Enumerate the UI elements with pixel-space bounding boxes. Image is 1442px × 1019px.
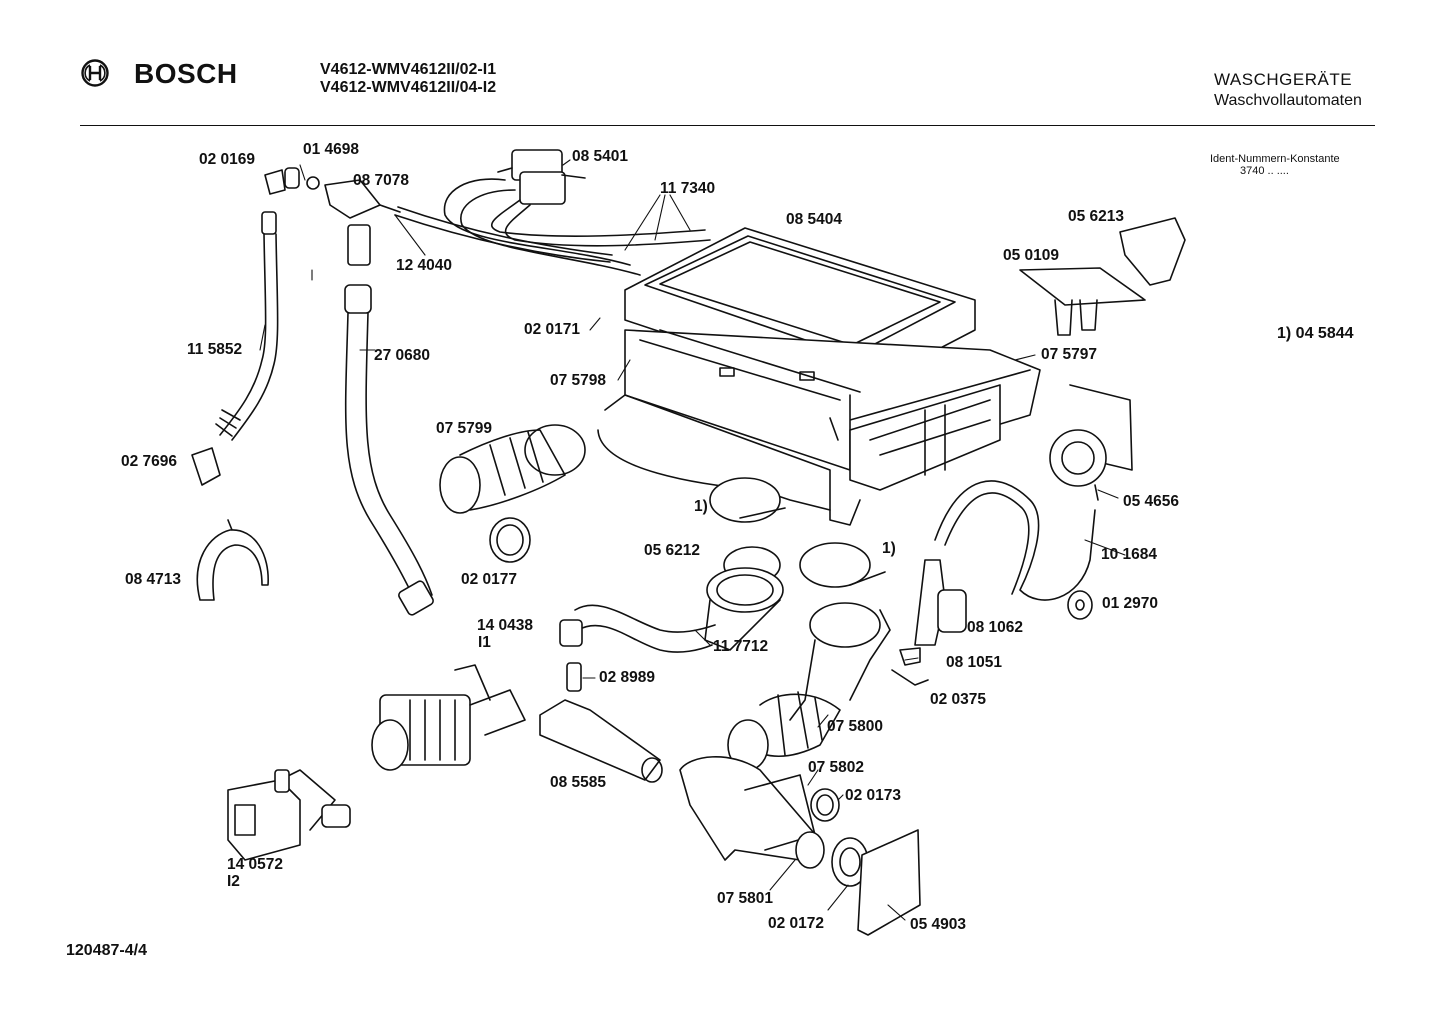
air-trap-parts [891, 559, 1093, 686]
header-divider [80, 125, 1375, 126]
part-label: 02 8989 [599, 669, 656, 686]
part-label: 02 0172 [768, 915, 825, 932]
footnote: 1) 04 5844 [1277, 325, 1354, 342]
water-valve [497, 149, 586, 205]
detergent-drawer-housing [597, 227, 1041, 526]
part-label: 02 0169 [199, 151, 256, 168]
part-label: 07 5799 [436, 420, 493, 437]
filter-housing [679, 756, 869, 887]
part-label: 07 5800 [827, 718, 884, 735]
part-label: 05 0109 [1003, 247, 1060, 264]
part-label: 08 7078 [353, 172, 410, 189]
hose-bracket [196, 519, 269, 601]
drain-pump-14-0572 [227, 769, 351, 861]
document-number: 120487-4/4 [66, 942, 147, 959]
part-label: 01 4698 [303, 141, 360, 158]
drain-pump-14-0438 [371, 662, 663, 783]
part-label: 1) [882, 540, 896, 557]
part-label: 02 0177 [461, 571, 518, 588]
drain-hose-11-5852 [191, 211, 279, 486]
leader-lines [259, 159, 1126, 921]
part-label: 1) [694, 498, 708, 515]
part-label: 07 5802 [808, 759, 865, 776]
part-label: 07 5801 [717, 890, 774, 907]
part-label: 01 2970 [1102, 595, 1159, 612]
inlet-hoses [394, 178, 711, 276]
part-label: 08 5585 [550, 774, 607, 791]
hose-clamps [709, 477, 886, 588]
part-label: 07 5797 [1041, 346, 1098, 363]
sieve-and-hose [559, 546, 784, 653]
model-line-1: V4612-WMV4612II/02-I1 [320, 61, 497, 78]
pressure-switch [1049, 384, 1133, 501]
part-label: 08 1051 [946, 654, 1003, 671]
part-label: 10 1684 [1101, 546, 1158, 563]
part-label: I2 [227, 873, 240, 890]
part-label: 08 4713 [125, 571, 182, 588]
part-label: 02 0171 [524, 321, 581, 338]
pressure-hose [934, 480, 1096, 601]
bosch-logo-icon [81, 59, 109, 87]
part-label: I1 [478, 634, 491, 651]
part-label: 14 0572 [227, 856, 284, 873]
part-label: 08 5404 [786, 211, 843, 228]
part-label: 11 7340 [660, 180, 716, 197]
part-label: 12 4040 [396, 257, 453, 274]
part-label: 14 0438 [477, 617, 534, 634]
ident-label: Ident-Nummern-Konstante [1210, 153, 1340, 165]
service-cover [857, 829, 921, 936]
corrugated-hose [344, 284, 434, 616]
model-line-2: V4612-WMV4612II/04-I2 [320, 79, 497, 96]
part-label: 07 5798 [550, 372, 607, 389]
brand-name: BOSCH [134, 58, 238, 89]
part-label: 05 4903 [910, 916, 967, 933]
part-label: 02 7696 [121, 453, 178, 470]
part-label: 08 5401 [572, 148, 629, 165]
part-label: 08 1062 [967, 619, 1024, 636]
fittings [264, 167, 401, 266]
sump-housing [727, 602, 891, 771]
mounting-brackets [1019, 217, 1186, 336]
part-label: 05 6212 [644, 542, 701, 559]
part-label: 05 6213 [1068, 208, 1125, 225]
part-label: 02 0173 [845, 787, 902, 804]
category-subtitle: Waschvollautomaten [1214, 92, 1362, 109]
part-label: 05 4656 [1123, 493, 1180, 510]
part-label: 02 0375 [930, 691, 987, 708]
part-label: 11 7712 [713, 638, 769, 655]
part-label: 11 5852 [187, 341, 243, 358]
ident-value: 3740 .. .... [1240, 165, 1289, 177]
category-title: WASCHGERÄTE [1214, 70, 1353, 89]
tub-bellows [439, 424, 586, 563]
part-label: 27 0680 [374, 347, 431, 364]
